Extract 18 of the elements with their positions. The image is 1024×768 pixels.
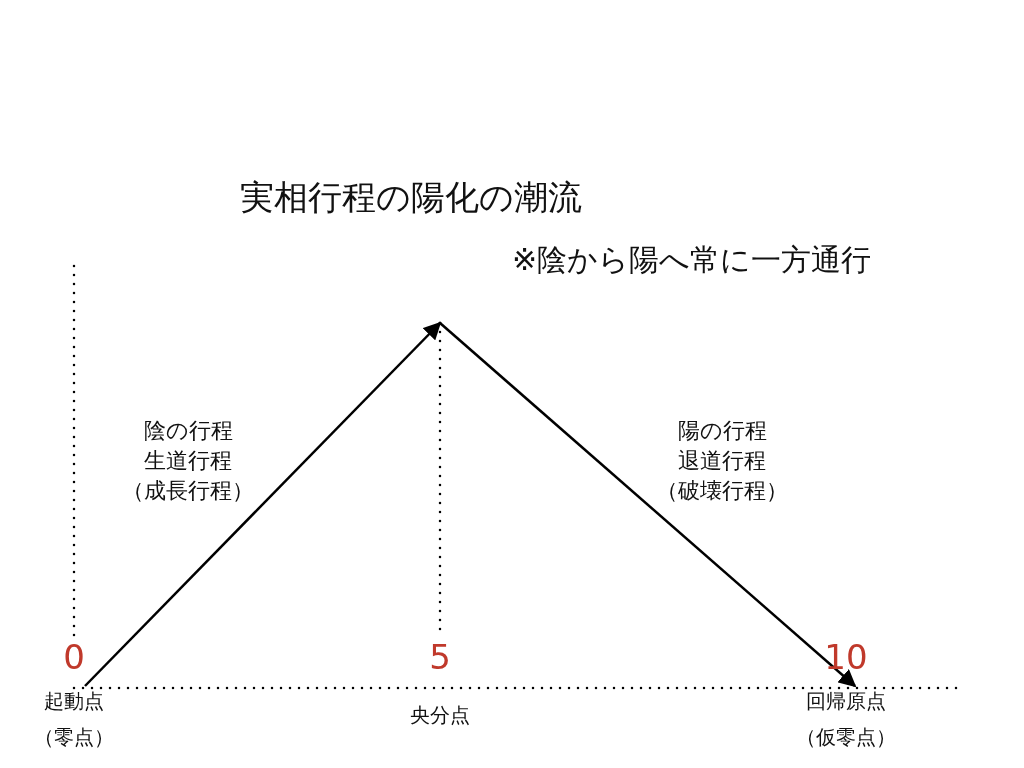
point-number: 10	[824, 639, 868, 675]
process-label: （破壊行程）	[656, 477, 788, 505]
process-label: （成長行程）	[122, 477, 254, 505]
point-label: 起動点	[44, 688, 104, 715]
process-label: 陰の行程	[143, 417, 233, 445]
diagram-title: 実相行程の陽化の潮流	[240, 176, 582, 219]
process-label: 退道行程	[678, 447, 766, 475]
process-label: 生道行程	[144, 447, 232, 475]
point-number: 0	[63, 639, 85, 675]
point-label: 央分点	[410, 702, 470, 729]
arrow	[84, 321, 442, 687]
point-label: （仮零点）	[796, 724, 896, 751]
process-label: 陽の行程	[677, 417, 767, 445]
point-number: 5	[429, 639, 451, 675]
note-text: ※陰から陽へ常に一方通行	[512, 241, 872, 279]
point-label: 回帰原点	[806, 688, 886, 715]
arrow	[439, 322, 857, 688]
point-label: （零点）	[34, 724, 114, 751]
